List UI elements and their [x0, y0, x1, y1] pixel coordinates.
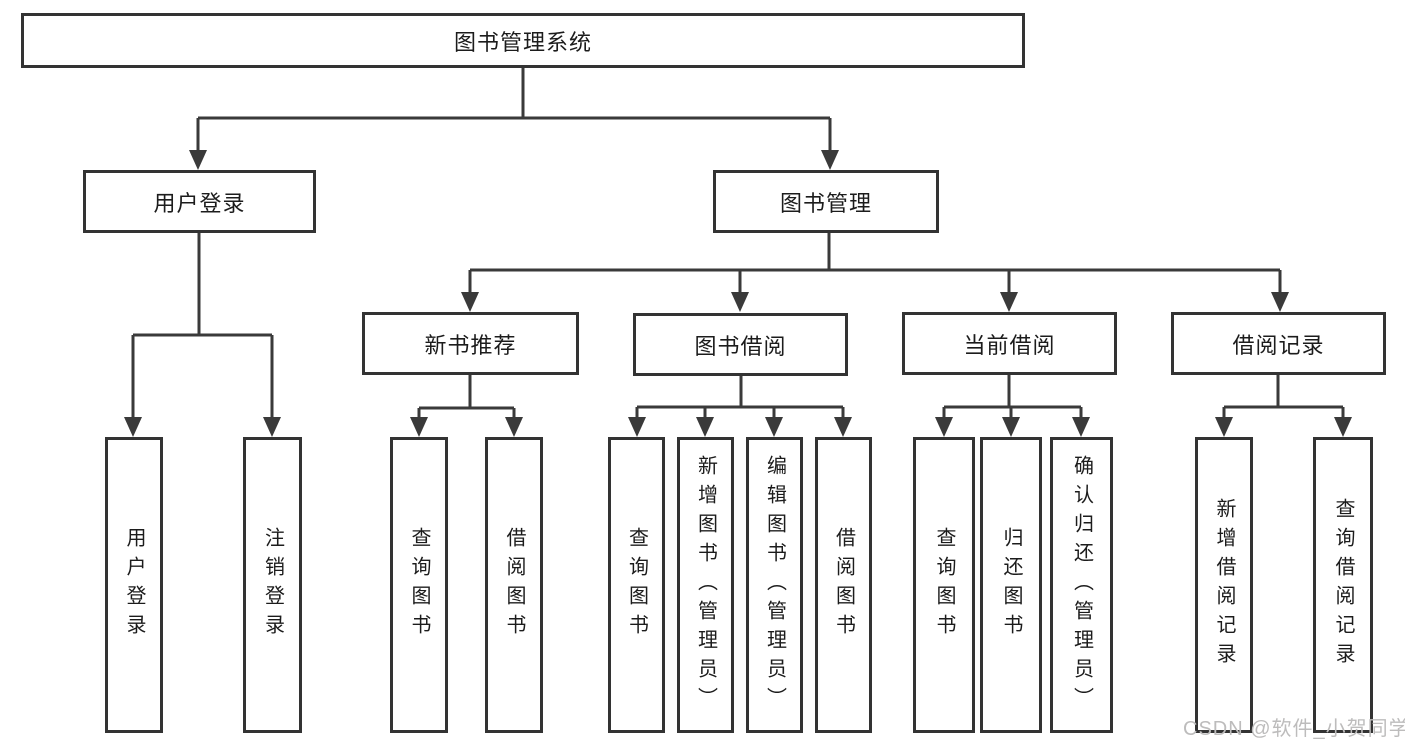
- node-label: 确认归还（管理员）: [1070, 454, 1093, 716]
- node-label: 查询图书: [408, 527, 430, 643]
- node-label: 新增借阅记录: [1213, 498, 1235, 672]
- node-label: 编辑图书（管理员）: [763, 454, 786, 716]
- node-label: 查询图书: [933, 527, 955, 643]
- node-label: 查询图书: [625, 527, 648, 643]
- node-label: 图书管理: [779, 190, 872, 216]
- node-label: 新增图书（管理员）: [694, 454, 717, 716]
- node-label: 新书推荐: [424, 332, 517, 358]
- node-root-system: 图书管理系统: [21, 13, 1025, 68]
- node-label: 当前借阅: [963, 332, 1056, 358]
- node-leaf-add-borrow-record: 新增借阅记录: [1195, 437, 1253, 733]
- node-leaf-add-book-admin: 新增图书（管理员）: [677, 437, 734, 733]
- node-current-borrow: 当前借阅: [902, 312, 1117, 375]
- node-leaf-confirm-return-admin: 确认归还（管理员）: [1050, 437, 1113, 733]
- node-leaf-edit-book-admin: 编辑图书（管理员）: [746, 437, 803, 733]
- node-label: 借阅图书: [503, 527, 525, 643]
- node-label: 注销登录: [261, 527, 284, 643]
- node-leaf-query-borrow-record: 查询借阅记录: [1313, 437, 1373, 733]
- node-leaf-borrow-book-1: 借阅图书: [485, 437, 543, 733]
- node-book-management: 图书管理: [713, 170, 939, 233]
- node-label: 用户登录: [153, 190, 246, 216]
- node-new-book-recommend: 新书推荐: [362, 312, 579, 375]
- node-leaf-query-book-2: 查询图书: [608, 437, 665, 733]
- node-label: 查询借阅记录: [1332, 498, 1354, 672]
- node-leaf-query-book-1: 查询图书: [390, 437, 448, 733]
- node-leaf-user-login: 用户登录: [105, 437, 163, 733]
- node-borrow-record: 借阅记录: [1171, 312, 1386, 375]
- node-leaf-query-book-3: 查询图书: [913, 437, 975, 733]
- node-label: 借阅图书: [832, 527, 855, 643]
- node-label: 归还图书: [1000, 527, 1022, 643]
- node-leaf-borrow-book-2: 借阅图书: [815, 437, 872, 733]
- arrowheads: [124, 150, 1352, 437]
- node-leaf-return-book: 归还图书: [980, 437, 1042, 733]
- node-book-borrow: 图书借阅: [633, 313, 848, 376]
- node-user-login: 用户登录: [83, 170, 316, 233]
- node-label: 借阅记录: [1232, 332, 1325, 358]
- node-label: 图书借阅: [694, 333, 787, 359]
- node-leaf-logout: 注销登录: [243, 437, 302, 733]
- node-label: 图书管理系统: [453, 29, 592, 55]
- node-label: 用户登录: [123, 527, 145, 643]
- csdn-watermark: CSDN @软件_小贺同学: [1183, 718, 1405, 740]
